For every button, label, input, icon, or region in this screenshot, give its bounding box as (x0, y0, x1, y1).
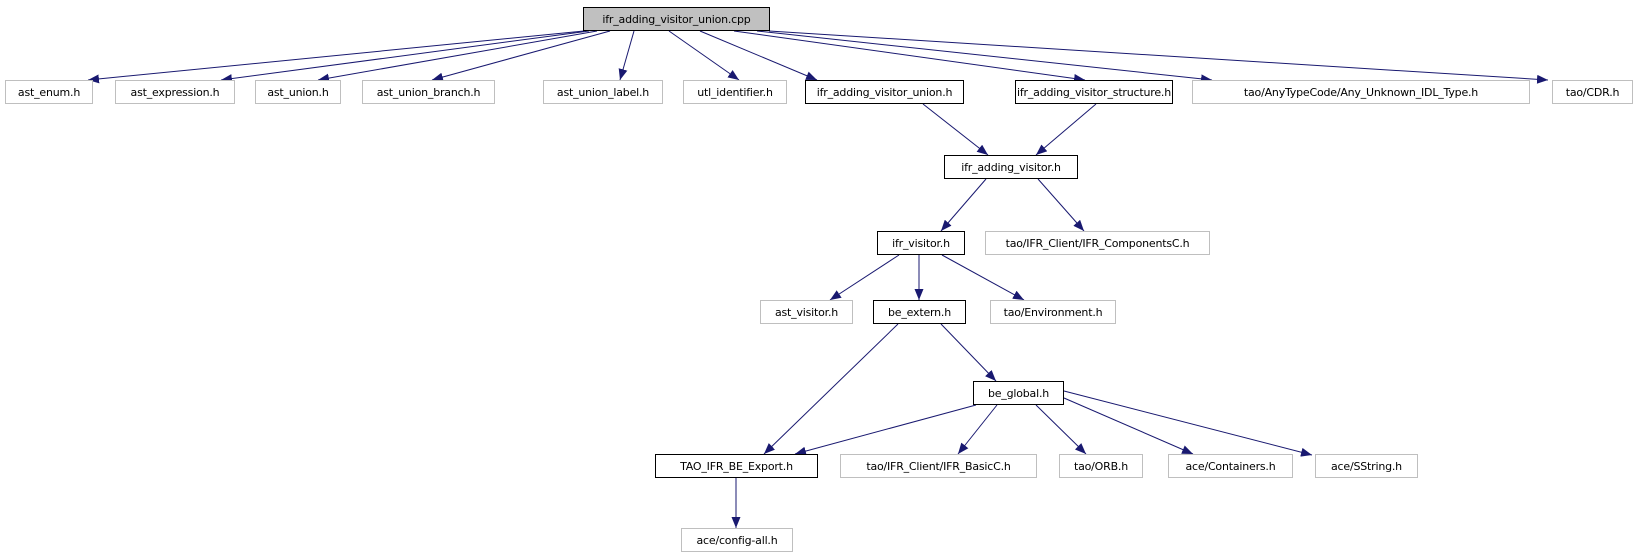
graph-node-tao_export[interactable]: TAO_IFR_BE_Export.h (655, 454, 818, 478)
graph-node-label: tao/AnyTypeCode/Any_Unknown_IDL_Type.h (1243, 85, 1479, 99)
graph-node-main: ifr_adding_visitor_union.cpp (583, 7, 770, 31)
graph-node-basicc: tao/IFR_Client/IFR_BasicC.h (840, 454, 1037, 478)
graph-node-ast_enum: ast_enum.h (5, 80, 93, 104)
edge-be_global-to-tao_orb (1035, 404, 1087, 455)
edge-main-to-ifr_union_h (699, 30, 818, 81)
graph-node-ifr_struct_h[interactable]: ifr_adding_visitor_structure.h (1015, 80, 1173, 104)
graph-node-ifr_union_h[interactable]: ifr_adding_visitor_union.h (805, 80, 964, 104)
graph-node-label: ifr_adding_visitor.h (961, 160, 1061, 174)
graph-node-be_global[interactable]: be_global.h (973, 381, 1064, 405)
graph-node-label: ast_visitor.h (774, 305, 839, 319)
graph-node-ifr_adding[interactable]: ifr_adding_visitor.h (944, 155, 1078, 179)
graph-node-label: ifr_visitor.h (892, 236, 950, 250)
edge-main-to-tao_cdr (768, 30, 1549, 84)
graph-node-label: ifr_adding_visitor_structure.h (1017, 85, 1171, 99)
graph-node-label: ace/Containers.h (1185, 459, 1276, 473)
graph-node-label: ast_union_label.h (556, 85, 650, 99)
graph-node-tao_orb: tao/ORB.h (1059, 454, 1143, 478)
edge-main-to-ast_enum (87, 30, 585, 84)
graph-node-ast_branch: ast_union_branch.h (362, 80, 495, 104)
graph-node-label: ast_union_branch.h (376, 85, 481, 99)
graph-node-ifr_visitor[interactable]: ifr_visitor.h (877, 231, 965, 255)
graph-node-label: ast_union.h (267, 85, 329, 99)
graph-node-label: be_global.h (987, 386, 1050, 400)
edge-main-to-ast_branch (431, 30, 611, 82)
graph-node-environment: tao/Environment.h (990, 300, 1116, 324)
graph-node-label: be_extern.h (888, 305, 951, 319)
graph-node-any_unknown: tao/AnyTypeCode/Any_Unknown_IDL_Type.h (1192, 80, 1530, 104)
graph-node-label: ast_enum.h (17, 85, 81, 99)
graph-node-label: ace/SString.h (1331, 459, 1402, 473)
graph-node-ast_label: ast_union_label.h (543, 80, 663, 104)
edge-main-to-any_unknown (756, 30, 1213, 84)
graph-node-ast_visitor: ast_visitor.h (760, 300, 853, 324)
edge-ifr_struct_h-to-ifr_adding (1035, 103, 1097, 156)
edge-main-to-ast_label (618, 30, 635, 81)
graph-node-be_extern[interactable]: be_extern.h (873, 300, 966, 324)
graph-node-label: ifr_adding_visitor_union.cpp (602, 12, 751, 26)
graph-node-label: tao/CDR.h (1565, 85, 1620, 99)
graph-node-label: tao/IFR_Client/IFR_BasicC.h (866, 459, 1011, 473)
graph-node-label: tao/ORB.h (1073, 459, 1128, 473)
edge-main-to-ifr_struct_h (733, 30, 1086, 83)
graph-node-label: ace/config-all.h (696, 533, 778, 547)
edge-be_extern-to-be_global (940, 323, 997, 382)
edge-ifr_visitor-to-environment (941, 254, 1025, 301)
graph-node-config_all: ace/config-all.h (681, 528, 793, 552)
edge-be_global-to-basicc (957, 404, 998, 455)
graph-node-utl_id: utl_identifier.h (683, 80, 787, 104)
graph-node-label: tao/Environment.h (1003, 305, 1103, 319)
graph-node-components: tao/IFR_Client/IFR_ComponentsC.h (985, 231, 1210, 255)
edge-ifr_adding-to-ifr_visitor (940, 178, 987, 232)
edge-ifr_adding-to-components (1037, 178, 1085, 232)
graph-node-tao_cdr: tao/CDR.h (1552, 80, 1633, 104)
edge-ifr_visitor-to-ast_visitor (829, 254, 900, 301)
graph-node-label: TAO_IFR_BE_Export.h (680, 459, 793, 473)
edge-be_global-to-tao_export (794, 404, 977, 456)
graph-node-containers: ace/Containers.h (1168, 454, 1293, 478)
edge-main-to-utl_id (668, 30, 740, 81)
graph-node-label: utl_identifier.h (697, 85, 773, 99)
edge-main-to-ast_expr (220, 30, 590, 84)
edge-main-to-ast_union (317, 30, 598, 83)
graph-node-ast_union: ast_union.h (255, 80, 341, 104)
graph-node-label: tao/IFR_Client/IFR_ComponentsC.h (1005, 236, 1190, 250)
edge-be_global-to-sstring (1063, 390, 1313, 457)
edge-ifr_union_h-to-ifr_adding (922, 103, 989, 156)
edge-be_extern-to-tao_export (763, 323, 899, 455)
graph-node-sstring: ace/SString.h (1315, 454, 1418, 478)
graph-node-ast_expr: ast_expression.h (115, 80, 235, 104)
graph-node-label: ast_expression.h (130, 85, 220, 99)
edge-be_global-to-containers (1063, 397, 1194, 455)
graph-node-label: ifr_adding_visitor_union.h (816, 85, 953, 99)
